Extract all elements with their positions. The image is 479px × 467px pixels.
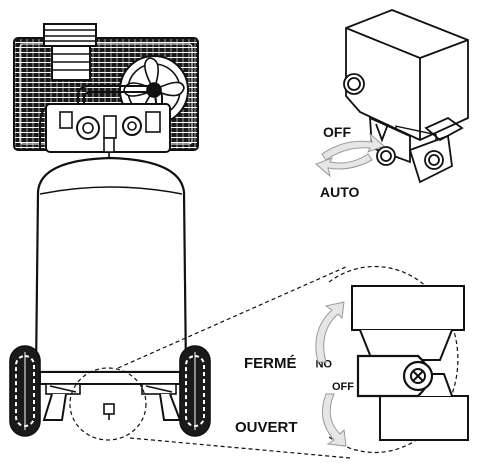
drain-valve-detail: ON OFF (315, 285, 469, 441)
ferme-label: FERMÉ (244, 355, 297, 372)
pump-head (43, 23, 97, 81)
base-frame (39, 371, 182, 421)
off-label: OFF (323, 124, 351, 140)
right-wheel (179, 345, 211, 437)
left-wheel (9, 345, 41, 437)
valve-mark-bottom: OFF (332, 381, 354, 393)
air-tank (34, 156, 188, 374)
off-auto-arrows (315, 132, 385, 178)
air-compressor (9, 23, 211, 437)
pressure-switch (343, 9, 469, 184)
ferme-ouvert-arrows (315, 301, 347, 447)
drain-valve-callout (69, 265, 459, 459)
control-panel (45, 103, 171, 160)
auto-label: AUTO (320, 184, 360, 200)
ouvert-label: OUVERT (235, 419, 298, 436)
